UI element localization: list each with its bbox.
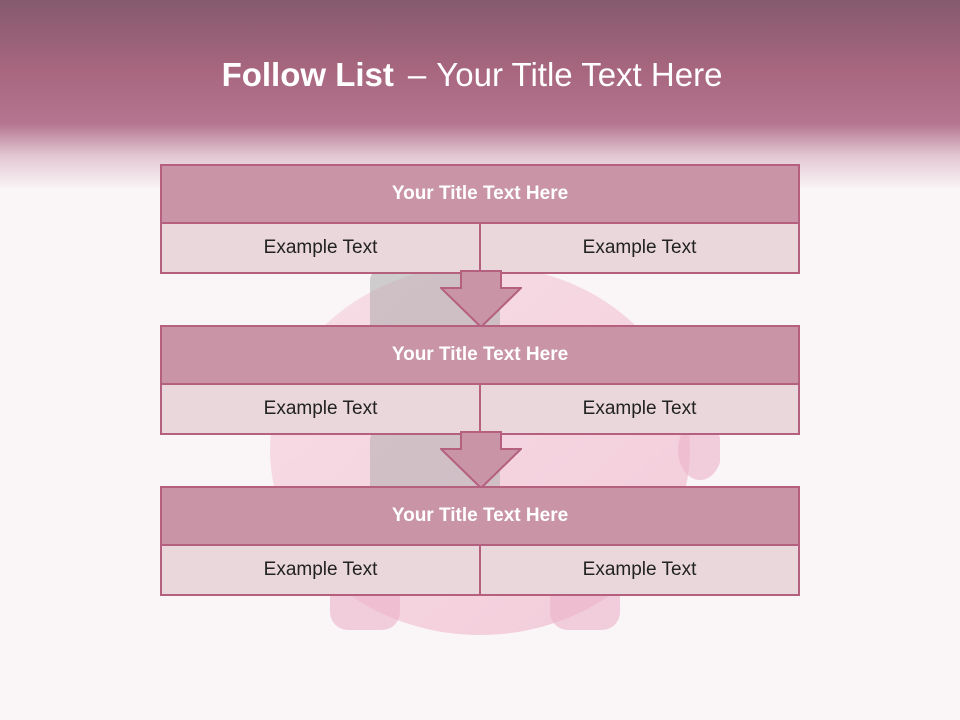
block-cell-left: Example Text [263, 398, 378, 419]
block-cell-right: Example Text [479, 385, 798, 433]
block-cell-left: Example Text [263, 559, 378, 580]
block-cells: Example Text Example Text [162, 385, 798, 433]
block-cell-left: Example Text [263, 237, 378, 258]
block-title: Your Title Text Here [162, 327, 798, 385]
slide-title-rest: Your Title Text Here [436, 56, 723, 93]
block-title: Your Title Text Here [162, 166, 798, 224]
list-block-1: Your Title Text Here Example Text Exampl… [160, 164, 800, 274]
header-band [0, 0, 960, 190]
block-cell-right: Example Text [479, 224, 798, 272]
slide-title-dash: – [407, 56, 427, 93]
down-arrow-icon [440, 270, 522, 328]
list-block-3: Your Title Text Here Example Text Exampl… [160, 486, 800, 596]
block-cell-right: Example Text [479, 546, 798, 594]
list-block-2: Your Title Text Here Example Text Exampl… [160, 325, 800, 435]
down-arrow-icon [440, 431, 522, 489]
block-cells: Example Text Example Text [162, 224, 798, 272]
slide-title: Follow List–Your Title Text Here [0, 56, 944, 94]
block-title: Your Title Text Here [162, 488, 798, 546]
block-cells: Example Text Example Text [162, 546, 798, 594]
slide-title-bold: Follow List [221, 56, 394, 93]
